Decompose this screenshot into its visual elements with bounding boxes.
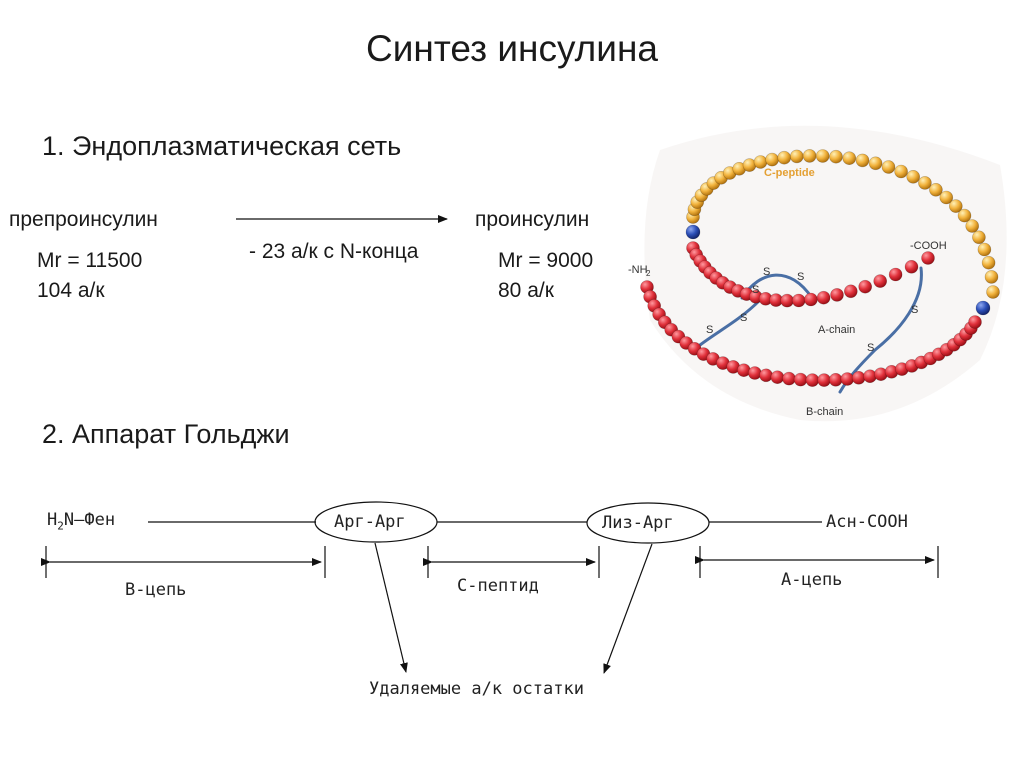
cleavage-site-residue bbox=[975, 300, 991, 316]
s-atom: S bbox=[740, 312, 747, 324]
c-peptide-residue bbox=[881, 160, 896, 174]
nh2-label: -NH bbox=[628, 264, 648, 276]
c-peptide-residue bbox=[918, 176, 932, 190]
b-chain-residue bbox=[782, 371, 796, 386]
asn-cooh-label: Асн-COOH bbox=[826, 512, 908, 532]
c-peptide-residue bbox=[948, 199, 963, 213]
proinsulin-mr: Mr = 9000 bbox=[498, 249, 594, 272]
s-atom: S bbox=[763, 266, 770, 278]
removed-arrow bbox=[374, 542, 408, 673]
lys-arg-site bbox=[586, 502, 710, 544]
a-chain-label: A-chain bbox=[818, 324, 855, 336]
proinsulin-molecule: C-peptide -COOH -NH 2 A-chain B-chain S … bbox=[628, 125, 1007, 422]
a-chain-residue bbox=[921, 251, 935, 265]
c-peptide-residue bbox=[984, 270, 999, 284]
a-chain-residue bbox=[843, 284, 858, 299]
c-peptide-residue bbox=[986, 285, 1000, 299]
s-atom: S bbox=[797, 271, 804, 283]
c-peptide-residue bbox=[957, 208, 972, 223]
arg-arg-site bbox=[314, 501, 438, 543]
s-atom: S bbox=[706, 324, 713, 336]
arrow-label: - 23 а/к с N-конца bbox=[249, 240, 419, 263]
removed-arrow bbox=[603, 543, 653, 674]
b-chain-residue bbox=[968, 315, 982, 329]
b-chain-residue bbox=[770, 370, 785, 385]
c-peptide-residue bbox=[981, 255, 996, 270]
c-peptide-residue bbox=[765, 152, 779, 167]
preproinsulin-aa: 104 а/к bbox=[37, 279, 105, 302]
c-peptide-residue bbox=[842, 151, 857, 165]
s-atom: S bbox=[752, 284, 759, 296]
h2n-phe-label: H2N–Фен bbox=[47, 510, 116, 533]
s-atom: S bbox=[867, 342, 874, 354]
c-peptide-residue bbox=[789, 149, 804, 164]
c-peptide-caption: С-пептид bbox=[457, 576, 539, 596]
a-chain-residue bbox=[816, 290, 831, 305]
a-chain-residue bbox=[888, 267, 903, 282]
cooh-label: -COOH bbox=[910, 240, 947, 252]
b-chain-residue bbox=[851, 370, 866, 385]
c-peptide-residue bbox=[855, 153, 870, 168]
b-chain-residue bbox=[805, 373, 820, 387]
preproinsulin-label: препроинсулин bbox=[9, 208, 158, 231]
c-peptide-label: C-peptide bbox=[764, 167, 815, 179]
preproinsulin-mr: Mr = 11500 bbox=[37, 249, 143, 272]
c-peptide-residue bbox=[965, 219, 980, 233]
a-chain-residue bbox=[791, 293, 806, 308]
c-peptide-residue bbox=[977, 242, 992, 257]
a-chain-residue bbox=[804, 292, 818, 307]
proinsulin-aa: 80 а/к bbox=[498, 279, 554, 302]
b-chain-label: B-chain bbox=[806, 406, 843, 418]
a-chain-residue bbox=[830, 288, 844, 302]
lys-arg-label: Лиз-Арг bbox=[602, 513, 674, 533]
c-peptide-residue bbox=[802, 149, 817, 163]
c-peptide-residue bbox=[906, 170, 921, 184]
arg-arg-label: Арг-Арг bbox=[334, 512, 406, 532]
b-chain-residue bbox=[759, 368, 773, 383]
c-peptide-residue bbox=[829, 149, 843, 164]
a-chain-residue bbox=[904, 259, 919, 274]
a-chain-residue bbox=[780, 293, 794, 308]
section2-heading: 2. Аппарат Гольджи bbox=[42, 419, 290, 449]
b-chain-residue bbox=[840, 372, 855, 386]
section1-heading: 1. Эндоплазматическая сеть bbox=[42, 131, 402, 161]
a-chain-caption: А-цепь bbox=[781, 570, 843, 590]
c-peptide-residue bbox=[972, 230, 986, 245]
disulfide-bond bbox=[698, 298, 762, 347]
removed-residues-caption: Удаляемые а/к остатки bbox=[369, 679, 584, 699]
b-chain-caption: В-цепь bbox=[125, 580, 187, 600]
b-chain-residue bbox=[793, 372, 808, 387]
page-title: Синтез инсулина bbox=[366, 28, 658, 69]
c-peptide-residue bbox=[868, 156, 883, 171]
c-peptide-residue bbox=[815, 149, 830, 163]
c-peptide-residue bbox=[929, 183, 943, 197]
c-peptide-residue bbox=[777, 150, 792, 165]
proinsulin-label: проинсулин bbox=[475, 208, 590, 231]
a-chain-residue bbox=[858, 279, 873, 294]
c-peptide-residue bbox=[939, 190, 954, 205]
c-peptide-residue bbox=[894, 164, 908, 179]
s-atom: S bbox=[911, 304, 918, 316]
b-chain-residue bbox=[747, 366, 762, 380]
b-chain-residue bbox=[817, 373, 831, 387]
cleavage-site-residue bbox=[685, 224, 701, 240]
nh2-subscript: 2 bbox=[646, 269, 651, 278]
b-chain-residue bbox=[828, 372, 843, 387]
a-chain-residue bbox=[873, 274, 888, 288]
